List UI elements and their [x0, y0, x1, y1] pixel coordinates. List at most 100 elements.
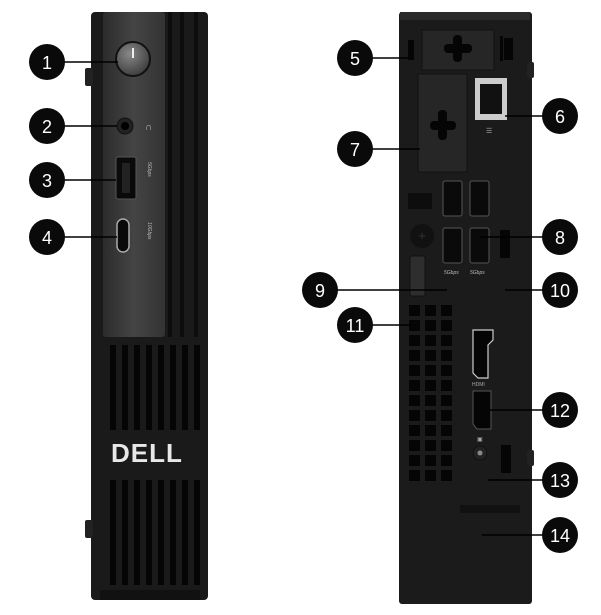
hdmi-port-icon: [472, 329, 494, 379]
callout-2: 2: [29, 108, 117, 144]
vent-hole: [409, 395, 420, 406]
rear-unit: ☰ 5Gbps 5Gbps + HDMI ▣: [399, 12, 534, 604]
vent-slot: [110, 480, 116, 585]
callout-number: 10: [550, 281, 570, 301]
vent-hole: [409, 425, 420, 436]
audio-jack-icon: [121, 122, 129, 130]
usb-port-icon: [469, 180, 490, 217]
svg-text:+: +: [418, 228, 426, 243]
dell-logo: DELL: [111, 438, 183, 468]
vent-hole: [441, 440, 452, 451]
callout-3: 3: [29, 162, 116, 198]
usb-c-speed-label: 10Gbps: [146, 222, 152, 240]
vent-hole: [409, 410, 420, 421]
screw-icon: [410, 224, 434, 248]
displayport-icon: [472, 390, 492, 430]
vent-slot: [182, 480, 188, 585]
vent-hole: [409, 335, 420, 346]
callout-number: 11: [346, 316, 365, 336]
callout-circle: [542, 219, 578, 255]
callout-circle: [542, 272, 578, 308]
callout-circle: [337, 40, 373, 76]
vent-hole: [425, 410, 436, 421]
vent-hole: [425, 395, 436, 406]
vent-slot: [134, 345, 140, 430]
headset-icon: ∩: [145, 122, 152, 133]
vent-slot: [194, 480, 200, 585]
vent-hole: [441, 335, 452, 346]
callout-10: 10: [505, 272, 578, 308]
vent-hole: [409, 320, 420, 331]
callout-8: 8: [480, 219, 578, 255]
callout-13: 13: [488, 462, 578, 498]
callout-circle: [337, 307, 373, 343]
vent-hole: [425, 455, 436, 466]
vent-hole: [441, 425, 452, 436]
callout-number: 6: [555, 107, 565, 127]
vent-hole: [425, 335, 436, 346]
vent-hole: [409, 470, 420, 481]
callout-1: 1: [29, 44, 118, 80]
usb-speed-label: 5Gbps: [444, 270, 459, 276]
callout-number: 4: [42, 228, 52, 248]
callout-14: 14: [482, 517, 578, 553]
usb-speed-label: 5Gbps: [470, 270, 485, 276]
callout-circle: [29, 162, 65, 198]
vent-slot: [170, 480, 176, 585]
callout-11: 11: [337, 307, 412, 343]
vent-slot: [146, 480, 152, 585]
vent-slot: [110, 345, 116, 430]
vent-hole: [441, 365, 452, 376]
displayport-symbol: ▣: [477, 437, 483, 443]
vent-hole: [441, 455, 452, 466]
vent-hole: [425, 350, 436, 361]
vent-slot: [170, 345, 176, 430]
front-unit: DELL ∩ 5Gbps 10Gbps: [85, 12, 208, 600]
usb-port-icon: [442, 227, 463, 264]
usb-a-speed-label: 5Gbps: [146, 162, 152, 177]
vent-slot: [158, 480, 164, 585]
vent-hole: [441, 305, 452, 316]
callout-circle: [29, 219, 65, 255]
vent-hole: [441, 350, 452, 361]
callout-circle: [542, 462, 578, 498]
callout-circle: [29, 44, 65, 80]
vent-hole: [425, 470, 436, 481]
callout-number: 2: [42, 117, 52, 137]
vent-hole: [409, 350, 420, 361]
vent-hole: [425, 380, 436, 391]
vent-hole: [425, 365, 436, 376]
callout-6: 6: [505, 98, 578, 134]
vent-hole: [409, 305, 420, 316]
callout-circle: [542, 98, 578, 134]
vent-hole: [441, 320, 452, 331]
power-button-icon: [115, 41, 151, 77]
plus-icon: [444, 35, 472, 62]
callout-9: 9: [302, 272, 447, 308]
callout-number: 8: [555, 228, 565, 248]
vent-slot: [122, 345, 128, 430]
vent-slot: [146, 345, 152, 430]
usb-port-icon: [442, 180, 463, 217]
callout-circle: [302, 272, 338, 308]
plus-icon: [430, 110, 456, 140]
callout-number: 9: [315, 281, 325, 301]
vent-hole: [425, 440, 436, 451]
vent-slot: [122, 480, 128, 585]
network-icon: ☰: [486, 128, 492, 135]
power-jack-icon: [477, 450, 483, 456]
callout-number: 1: [42, 53, 52, 73]
callout-5: 5: [337, 40, 408, 76]
vent-hole: [425, 320, 436, 331]
callout-circle: [29, 108, 65, 144]
usb-port-icon: [469, 227, 490, 264]
callout-circle: [542, 517, 578, 553]
callout-number: 13: [550, 471, 570, 491]
vent-hole: [425, 305, 436, 316]
vent-slot: [194, 345, 200, 430]
vent-slot: [134, 480, 140, 585]
rear-vents: [409, 305, 452, 481]
